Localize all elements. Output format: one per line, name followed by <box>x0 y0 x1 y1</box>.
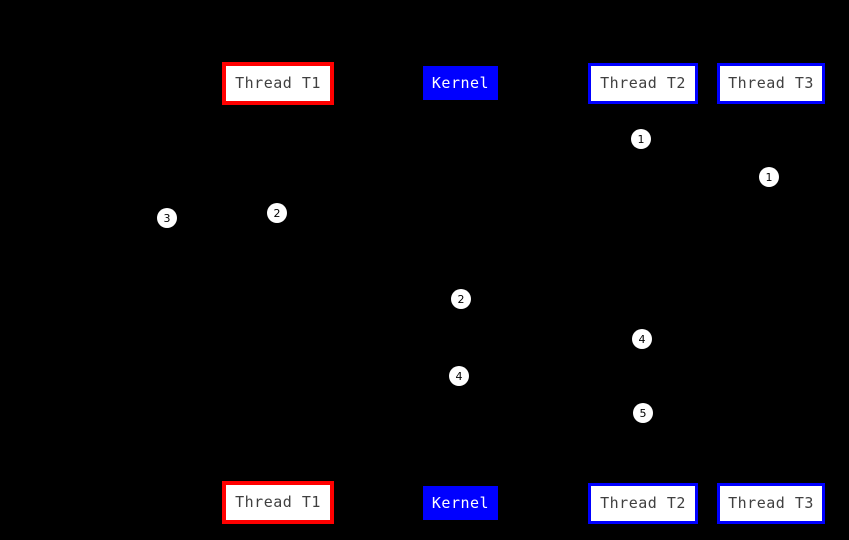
participant-thread-t3-bottom[interactable]: Thread T3 <box>717 483 825 524</box>
step-marker-label: 4 <box>455 369 463 383</box>
step-marker-2-t1: 2 <box>267 203 287 223</box>
step-marker-4-kernel: 4 <box>449 366 469 386</box>
participant-label: Thread T1 <box>235 74 321 92</box>
step-marker-5-t2: 5 <box>633 403 653 423</box>
participant-label: Thread T3 <box>728 74 814 92</box>
participant-label: Kernel <box>431 73 490 92</box>
message-1 <box>460 139 643 140</box>
step-marker-3-t1: 3 <box>157 208 177 228</box>
message-3 <box>167 218 278 219</box>
message-8 <box>643 413 771 414</box>
lifeline-thread-t1 <box>278 105 279 481</box>
participant-thread-t1-top[interactable]: Thread T1 <box>222 62 334 105</box>
step-marker-1-t2: 1 <box>631 129 651 149</box>
lifeline-thread-t2 <box>643 104 644 483</box>
participant-label: Thread T2 <box>600 74 686 92</box>
step-marker-label: 4 <box>638 332 646 346</box>
participant-label: Thread T2 <box>600 494 686 512</box>
message-4 <box>278 213 460 214</box>
step-marker-label: 3 <box>163 211 171 225</box>
participant-thread-t2-bottom[interactable]: Thread T2 <box>588 483 698 524</box>
message-5 <box>460 299 643 300</box>
step-marker-1-t3: 1 <box>759 167 779 187</box>
step-marker-label: 1 <box>637 132 645 146</box>
participant-thread-t2-top[interactable]: Thread T2 <box>588 63 698 104</box>
participant-thread-t3-top[interactable]: Thread T3 <box>717 63 825 104</box>
participant-label: Thread T3 <box>728 494 814 512</box>
participant-kernel-bottom[interactable]: Kernel <box>423 486 498 520</box>
participant-label: Thread T1 <box>235 493 321 511</box>
lifeline-thread-t3 <box>771 104 772 483</box>
participant-label: Kernel <box>431 493 490 512</box>
participant-thread-t1-bottom[interactable]: Thread T1 <box>222 481 334 524</box>
step-marker-label: 1 <box>765 170 773 184</box>
step-marker-label: 2 <box>457 292 465 306</box>
step-marker-label: 2 <box>273 206 281 220</box>
message-7 <box>460 376 643 377</box>
step-marker-2-kernel: 2 <box>451 289 471 309</box>
step-marker-4-t2: 4 <box>632 329 652 349</box>
message-6 <box>460 339 643 340</box>
participant-kernel-top[interactable]: Kernel <box>423 66 498 100</box>
step-marker-label: 5 <box>639 406 647 420</box>
message-2 <box>643 177 771 178</box>
